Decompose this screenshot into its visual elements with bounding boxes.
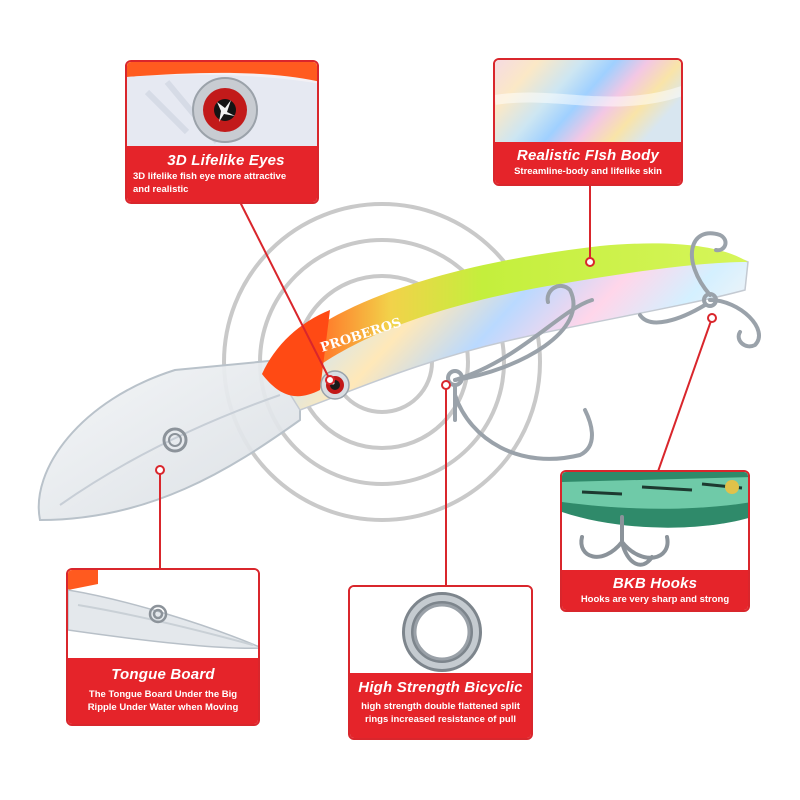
feature-caption-body: Realistic FIsh Body Streamline-body and … xyxy=(495,142,681,184)
feature-desc-tongue-1: The Tongue Board Under the Big xyxy=(88,689,238,700)
belly-treble-hook xyxy=(446,283,594,461)
eye-closeup-image xyxy=(127,62,317,150)
feature-caption-ring: High Strength Bicyclic high strength dou… xyxy=(350,673,531,738)
holographic-skin-image xyxy=(495,60,681,146)
feature-caption-tongue: Tongue Board The Tongue Board Under the … xyxy=(68,658,258,724)
feature-desc-body: Streamline-body and lifelike skin xyxy=(514,166,662,177)
feature-title-hooks: BKB Hooks xyxy=(612,575,698,592)
feature-card-tongue: Tongue Board The Tongue Board Under the … xyxy=(66,568,260,726)
feature-caption-hooks: BKB Hooks Hooks are very sharp and stron… xyxy=(562,570,748,610)
feature-title-eyes: 3D Lifelike Eyes xyxy=(167,152,285,169)
treble-hook-closeup-image xyxy=(562,472,748,574)
feature-desc-eyes-2: and realistic xyxy=(133,184,189,195)
feature-card-ring: High Strength Bicyclic high strength dou… xyxy=(348,585,533,740)
feature-title-tongue: Tongue Board xyxy=(111,666,215,683)
feature-desc-ring-1: high strength double flattened split xyxy=(361,701,520,712)
feature-title-body: Realistic FIsh Body xyxy=(516,147,660,164)
feature-card-body: Realistic FIsh Body Streamline-body and … xyxy=(493,58,683,186)
feature-title-ring: High Strength Bicyclic xyxy=(358,679,523,696)
feature-desc-ring-2: rings increased resistance of pull xyxy=(365,714,516,725)
feature-desc-tongue-2: Ripple Under Water when Moving xyxy=(87,702,239,713)
tail-treble-hook xyxy=(638,231,761,349)
feature-desc-hooks: Hooks are very sharp and strong xyxy=(580,594,730,605)
leader-lines xyxy=(159,185,713,588)
feature-card-hooks: BKB Hooks Hooks are very sharp and stron… xyxy=(560,470,750,612)
lure-eye xyxy=(320,370,350,400)
feature-desc-eyes-1: 3D lifelike fish eye more attractive xyxy=(133,171,287,182)
split-ring-closeup-image xyxy=(350,587,531,677)
lip-split-ring xyxy=(162,427,188,453)
feature-card-eyes: 3D Lifelike Eyes 3D lifelike fish eye mo… xyxy=(125,60,319,204)
tongue-board-closeup-image xyxy=(68,570,258,662)
leader-dots xyxy=(155,257,717,475)
feature-caption-eyes: 3D Lifelike Eyes 3D lifelike fish eye mo… xyxy=(127,146,317,202)
